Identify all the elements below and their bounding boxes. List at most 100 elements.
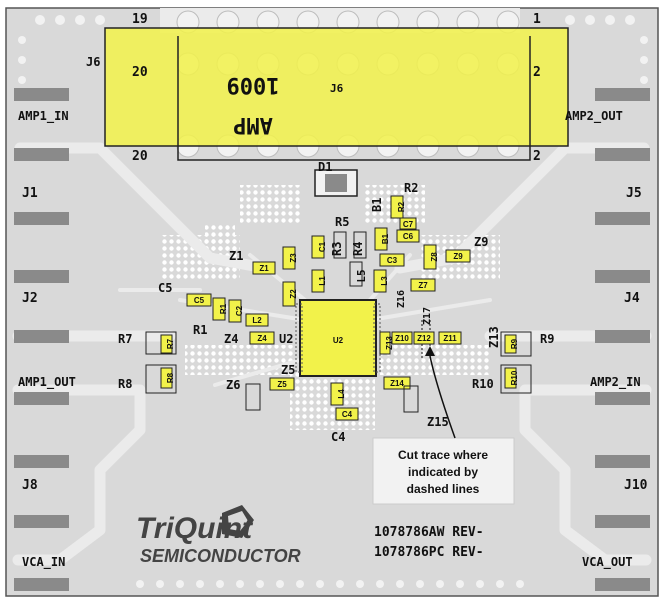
part-z3: Z3 bbox=[282, 246, 298, 270]
svg-text:L3: L3 bbox=[380, 276, 389, 286]
svg-text:Z10: Z10 bbox=[395, 334, 409, 343]
part-z9: Z9 bbox=[445, 249, 471, 263]
part-z8: Z8 bbox=[423, 244, 439, 270]
part-c3: C3 bbox=[379, 253, 405, 267]
pin-20-bottom: 20 bbox=[132, 149, 148, 164]
part-z6-outline bbox=[245, 383, 261, 411]
revision-block: 1078786AW REV- 1078786PC REV- bbox=[374, 525, 484, 560]
part-z14: Z14 bbox=[383, 376, 411, 390]
note-line-2: indicated by bbox=[408, 465, 478, 479]
svg-text:L5: L5 bbox=[355, 269, 368, 282]
header-highlight bbox=[105, 28, 568, 146]
part-r8: R8 bbox=[145, 364, 177, 394]
svg-text:Z8: Z8 bbox=[430, 252, 439, 262]
svg-text:L1: L1 bbox=[318, 276, 327, 286]
pin-20-top: 20 bbox=[132, 65, 148, 80]
ref-designators: D1 R2 B1 R5 R3 R4 Z1 Z9 C5 R1 Z4 U2 R7 R… bbox=[118, 160, 554, 444]
pin-1: 1 bbox=[533, 12, 541, 27]
svg-text:C7: C7 bbox=[403, 220, 414, 229]
part-l2: L2 bbox=[245, 313, 269, 327]
svg-text:Z13: Z13 bbox=[385, 336, 394, 350]
note-line-1: Cut trace where bbox=[398, 448, 488, 462]
j8-label: J8 bbox=[22, 478, 38, 493]
pin-2-top: 2 bbox=[533, 65, 541, 80]
part-l5: L5 bbox=[349, 261, 368, 287]
part-c4: C4 bbox=[335, 407, 359, 421]
part-z5: Z5 bbox=[269, 377, 295, 391]
part-c7: C7 bbox=[399, 217, 417, 230]
ref-r9: R9 bbox=[540, 332, 554, 346]
logo-sub: SEMICONDUCTOR bbox=[140, 546, 301, 566]
part-z1: Z1 bbox=[252, 261, 276, 275]
j10-label: J10 bbox=[624, 478, 648, 493]
part-r1: R1 bbox=[212, 297, 228, 321]
part-l4: L4 bbox=[330, 382, 346, 406]
svg-text:Z14: Z14 bbox=[390, 379, 404, 388]
svg-text:Z2: Z2 bbox=[289, 289, 298, 299]
ref-r4: R4 bbox=[351, 242, 365, 256]
vendor-label: AMP bbox=[233, 112, 273, 137]
svg-text:Z1: Z1 bbox=[259, 264, 269, 273]
svg-text:C6: C6 bbox=[403, 232, 414, 241]
logo-name: TriQuint bbox=[136, 512, 254, 545]
svg-text:Z4: Z4 bbox=[257, 334, 267, 343]
ref-r2: R2 bbox=[404, 181, 418, 195]
ref-u2: U2 bbox=[279, 332, 293, 346]
d1-body bbox=[325, 174, 347, 192]
part-r4 bbox=[353, 231, 367, 259]
j6-outer-label: J6 bbox=[86, 55, 100, 69]
ref-z9: Z9 bbox=[474, 235, 488, 249]
svg-text:C2: C2 bbox=[235, 305, 244, 316]
svg-text:R9: R9 bbox=[510, 338, 519, 349]
ref-r3: R3 bbox=[330, 242, 344, 256]
part-z12: Z12 bbox=[413, 331, 435, 345]
triquint-logo: TriQuint SEMICONDUCTOR bbox=[136, 512, 301, 566]
part-z17: Z17 bbox=[422, 307, 433, 325]
svg-text:R1: R1 bbox=[219, 303, 228, 314]
ref-c4: C4 bbox=[331, 430, 345, 444]
ref-r8: R8 bbox=[118, 377, 132, 391]
svg-text:Z17: Z17 bbox=[422, 307, 433, 325]
svg-text:Z7: Z7 bbox=[418, 281, 428, 290]
revision-line-1: 1078786AW REV- bbox=[374, 525, 484, 540]
part-z10: Z10 bbox=[391, 331, 413, 345]
svg-text:L4: L4 bbox=[337, 389, 346, 399]
ref-z4: Z4 bbox=[224, 332, 238, 346]
note-arrowhead bbox=[425, 346, 435, 356]
svg-text:R2: R2 bbox=[397, 201, 406, 212]
part-l1: L1 bbox=[311, 269, 327, 293]
svg-text:Z5: Z5 bbox=[277, 380, 287, 389]
j5-label: J5 bbox=[626, 186, 642, 201]
part-r10: R10 bbox=[500, 364, 532, 394]
ref-r5: R5 bbox=[335, 215, 349, 229]
vca-out-label: VCA_OUT bbox=[582, 555, 633, 570]
ref-z5: Z5 bbox=[281, 363, 295, 377]
part-z16: Z16 bbox=[396, 290, 407, 308]
note-line-3: dashed lines bbox=[407, 482, 480, 496]
part-c5: C5 bbox=[186, 293, 212, 307]
ref-c5: C5 bbox=[158, 281, 172, 295]
part-z7: Z7 bbox=[410, 278, 436, 292]
note-arrow bbox=[429, 355, 456, 439]
svg-text:Z3: Z3 bbox=[289, 253, 298, 263]
svg-text:R7: R7 bbox=[166, 338, 175, 349]
pin-2-bottom: 2 bbox=[533, 149, 541, 164]
ref-r1: R1 bbox=[193, 323, 207, 337]
ref-z13: Z13 bbox=[487, 326, 501, 348]
part-z13-left: Z13 bbox=[379, 331, 394, 355]
svg-text:R8: R8 bbox=[166, 372, 175, 383]
ref-r7: R7 bbox=[118, 332, 132, 346]
part-l3: L3 bbox=[373, 269, 389, 293]
header-j6 bbox=[104, 8, 569, 161]
ref-d1: D1 bbox=[318, 160, 332, 174]
cut-trace-note: Cut trace where indicated by dashed line… bbox=[398, 448, 488, 496]
part-c1: C1 bbox=[311, 235, 327, 259]
amp1-in-label: AMP1_IN bbox=[18, 109, 69, 124]
amp1-out-label: AMP1_OUT bbox=[18, 375, 76, 390]
j1-label: J1 bbox=[22, 186, 38, 201]
svg-text:Z9: Z9 bbox=[453, 252, 463, 261]
u2-ic bbox=[295, 299, 381, 377]
header-labels: 19 1 20 2 20 2 J6 J6 1009 AMP bbox=[86, 12, 541, 164]
